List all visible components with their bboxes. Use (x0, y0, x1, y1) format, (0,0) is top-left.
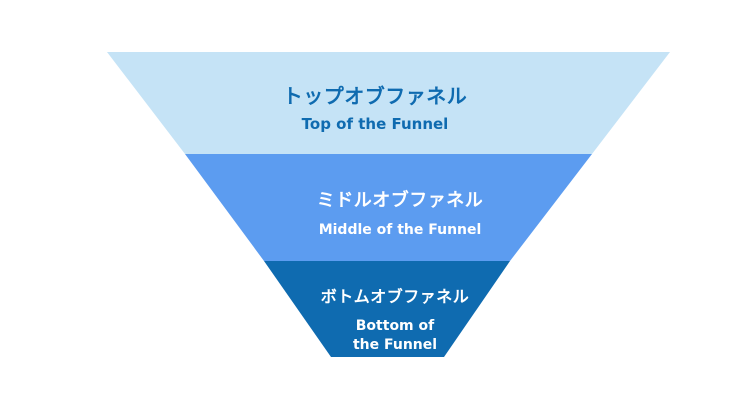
stage-label-bottom: ボトムオブファネル Bottom of the Funnel (305, 283, 485, 355)
stage-title-en-bottom-line2: the Funnel (352, 337, 438, 353)
stage-label-top: トップオブファネル Top of the Funnel (260, 80, 490, 133)
funnel-stage-bottom (264, 261, 510, 357)
stage-title-en-middle: Middle of the Funnel (318, 222, 482, 238)
stage-title-ja-bottom: ボトムオブファネル (320, 287, 470, 306)
stage-label-middle: ミドルオブファネル Middle of the Funnel (290, 186, 510, 238)
stage-title-ja-middle: ミドルオブファネル (316, 190, 484, 211)
funnel-stage-middle (185, 154, 592, 261)
stage-title-ja-top: トップオブファネル (282, 84, 468, 108)
funnel-stage-top (107, 52, 670, 154)
stage-title-en-top: Top of the Funnel (301, 115, 449, 133)
stage-title-en-bottom-line1: Bottom of (355, 318, 435, 334)
